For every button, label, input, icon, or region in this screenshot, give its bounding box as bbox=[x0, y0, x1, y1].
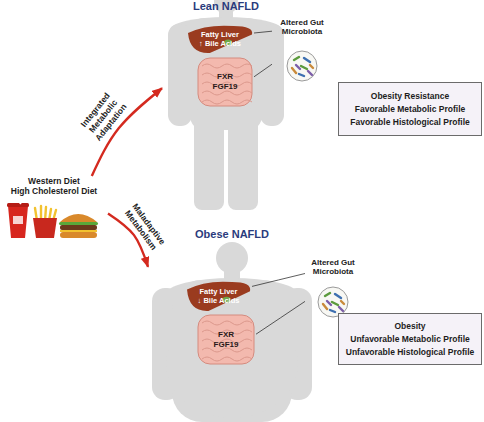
illustration-part bbox=[187, 282, 250, 311]
illustration-part bbox=[202, 348, 252, 352]
text-group: Obesity ResistanceFavorable Metabolic Pr… bbox=[339, 83, 481, 135]
liver-label: ↓ Bile Acids bbox=[198, 296, 240, 305]
microbiota-label: Altered Gut Microbiota bbox=[272, 18, 332, 36]
illustration-part bbox=[59, 222, 98, 225]
liver-shape: Fatty Liver↑ Bile Acids bbox=[186, 24, 254, 54]
illustration-part bbox=[60, 214, 97, 222]
text-group: FXRFGF19 bbox=[196, 56, 254, 108]
text-group: Lean NAFLD bbox=[162, 0, 290, 13]
receptor-label: FXR bbox=[217, 72, 233, 82]
diet-group: Western DietHigh Cholesterol Diet bbox=[0, 176, 108, 244]
receptor-label: FGF19 bbox=[214, 340, 239, 350]
illustration-part bbox=[20, 196, 24, 204]
diet-label: Western Diet bbox=[0, 176, 108, 186]
outcome-box: ObesityUnfavorable Metabolic ProfileUnfa… bbox=[338, 313, 482, 365]
human-figure: Lean NAFLDFatty Liver↑ Bile AcidsFXRFGF1… bbox=[162, 0, 290, 210]
illustration-part bbox=[152, 242, 312, 422]
leader-line bbox=[256, 301, 305, 334]
text-group: Obese NAFLD bbox=[148, 228, 316, 241]
outcome-text: Obesity Resistance bbox=[371, 90, 449, 103]
text-group: Altered Gut Microbiota bbox=[272, 18, 332, 36]
microbiota-label: Altered Gut Microbiota bbox=[305, 258, 361, 276]
illustration-part bbox=[202, 91, 252, 95]
illustration-part bbox=[330, 310, 335, 312]
illustration-part bbox=[188, 26, 252, 53]
illustration-part bbox=[335, 294, 341, 298]
illustration-part bbox=[260, 24, 284, 126]
illustration-part bbox=[60, 230, 97, 232]
liver-label: ↑ Bile Acids bbox=[199, 39, 241, 48]
illustration-part bbox=[168, 0, 284, 210]
illustration-part bbox=[198, 58, 252, 106]
human-figure: Obese NAFLDFatty Liver↓ Bile AcidsFXRFGF… bbox=[148, 228, 316, 422]
figure-title: Obese NAFLD bbox=[148, 228, 316, 241]
receptor-label: FGF19 bbox=[213, 82, 238, 92]
illustration-part bbox=[216, 242, 248, 274]
text-group: Altered Gut Microbiota bbox=[305, 258, 361, 276]
outcome-text: Favorable Histological Profile bbox=[350, 116, 470, 129]
illustration-part bbox=[13, 216, 23, 224]
outcome-box: Obesity ResistanceFavorable Metabolic Pr… bbox=[338, 82, 482, 136]
text-group: ObesityUnfavorable Metabolic ProfileUnfa… bbox=[339, 314, 481, 364]
illustration-part bbox=[299, 74, 304, 76]
illustration-part bbox=[323, 304, 327, 309]
illustration-part bbox=[308, 71, 312, 75]
illustration-part bbox=[228, 108, 258, 210]
arrow-label: Integrated Metabolic Adaptation bbox=[75, 85, 132, 146]
illustration-part bbox=[292, 68, 296, 73]
illustration-part bbox=[168, 24, 192, 126]
illustration-part bbox=[296, 65, 300, 69]
illustration-part bbox=[310, 65, 313, 68]
microbiota-group: Altered Gut Microbiota bbox=[305, 258, 361, 320]
liver-label: Fatty Liver bbox=[201, 30, 239, 39]
microbiota-group: Altered Gut Microbiota bbox=[272, 18, 332, 84]
illustration-part bbox=[8, 206, 28, 238]
illustration-part bbox=[202, 100, 252, 104]
illustration-part bbox=[325, 293, 330, 296]
illustration-part bbox=[304, 58, 310, 62]
arrow-connector bbox=[108, 213, 148, 266]
arrow-connector bbox=[92, 88, 162, 176]
illustration-part bbox=[7, 203, 29, 207]
illustration-part bbox=[294, 57, 299, 60]
arrow-label: Maladaptive Metabolism bbox=[120, 197, 171, 255]
illustration-part bbox=[194, 108, 224, 210]
outcome-text: Obesity bbox=[394, 320, 425, 333]
illustration-part bbox=[339, 307, 343, 311]
intestine-shape: FXRFGF19 bbox=[196, 313, 256, 366]
leader-line bbox=[254, 31, 272, 33]
text-group: Fatty Liver↑ Bile Acids bbox=[186, 24, 254, 54]
illustration-part bbox=[166, 310, 298, 418]
illustration-part bbox=[198, 315, 254, 364]
illustration-part bbox=[60, 232, 97, 238]
illustration-part bbox=[33, 218, 57, 238]
outcome-text: Unfavorable Histological Profile bbox=[346, 346, 474, 359]
illustration-part bbox=[202, 357, 252, 361]
outcome-text: Favorable Metabolic Profile bbox=[355, 103, 466, 116]
illustration-part bbox=[301, 66, 307, 69]
text-group: FXRFGF19 bbox=[196, 313, 256, 366]
illustration-part bbox=[287, 51, 317, 81]
receptor-label: FXR bbox=[218, 330, 234, 340]
diet-label: High Cholesterol Diet bbox=[0, 186, 108, 196]
illustration-part bbox=[341, 301, 344, 304]
outcome-text: Unfavorable Metabolic Profile bbox=[350, 333, 470, 346]
liver-label: Fatty Liver bbox=[200, 287, 238, 296]
leader-line bbox=[254, 64, 272, 77]
liver-shape: Fatty Liver↓ Bile Acids bbox=[185, 280, 252, 312]
illustration-part bbox=[202, 64, 252, 68]
intestine-shape: FXRFGF19 bbox=[196, 56, 254, 108]
figure-title: Lean NAFLD bbox=[162, 0, 290, 13]
text-group: Fatty Liver↓ Bile Acids bbox=[185, 280, 252, 312]
leader-line bbox=[252, 274, 305, 287]
text-group: Western DietHigh Cholesterol Diet bbox=[0, 176, 108, 196]
illustration-part bbox=[60, 225, 97, 230]
illustration-part bbox=[327, 301, 331, 305]
illustration-part bbox=[332, 302, 338, 305]
illustration-part bbox=[202, 321, 252, 325]
